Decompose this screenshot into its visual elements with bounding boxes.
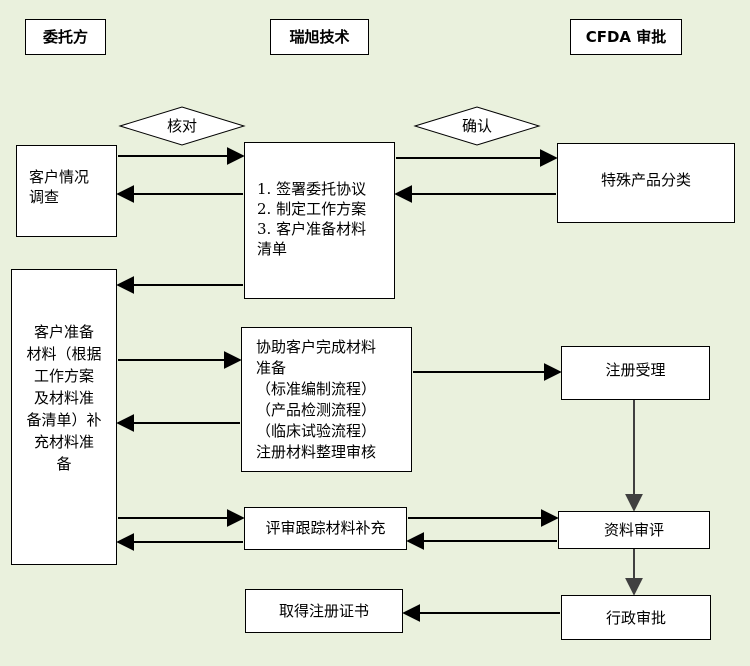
client-survey-line: 客户情况: [29, 168, 90, 186]
assist-line: （标准编制流程）: [256, 380, 377, 398]
lane-header-ruixu: 瑞旭技术: [270, 19, 369, 55]
client-prepare-line: 及材料准: [33, 389, 94, 407]
assist-line: 注册材料整理审核: [256, 443, 377, 461]
client-prepare-line: 充材料准: [33, 433, 94, 451]
special-classification-label: 特殊产品分类: [600, 171, 691, 189]
agreement-box: 1. 签署委托协议 2. 制定工作方案 3. 客户准备材料 清单: [244, 142, 395, 299]
confirm-decision-diamond: [413, 106, 541, 146]
agreement-line: 3. 客户准备材料: [257, 220, 367, 238]
assist-line: （产品检测流程）: [256, 401, 377, 419]
client-prepare-line: 工作方案: [33, 367, 94, 385]
registration-accept-label: 注册受理: [605, 361, 666, 379]
review-supplement-box: 评审跟踪材料补充: [244, 507, 407, 550]
client-prepare-line: 客户准备: [33, 323, 94, 341]
verify-decision-label: 核对: [166, 117, 197, 135]
document-review-label: 资料审评: [603, 521, 664, 539]
client-prepare-line: 备清单）补: [26, 411, 102, 429]
client-survey-line: 调查: [29, 188, 60, 206]
assist-line: 协助客户完成材料: [256, 338, 377, 356]
review-supplement-label: 评审跟踪材料补充: [265, 519, 386, 537]
client-prepare-line: 材料（根据: [26, 345, 102, 363]
assist-line: 准备: [256, 359, 287, 377]
special-classification-box: 特殊产品分类: [557, 143, 735, 223]
document-review-box: 资料审评: [558, 511, 710, 549]
admin-approval-label: 行政审批: [605, 609, 666, 627]
lane-header-client: 委托方: [25, 19, 106, 55]
obtain-certificate-box: 取得注册证书: [245, 589, 403, 633]
verify-decision-diamond: [118, 106, 246, 146]
client-survey-box: 客户情况 调查: [16, 145, 117, 237]
admin-approval-box: 行政审批: [561, 595, 711, 640]
agreement-line: 2. 制定工作方案: [257, 200, 367, 218]
client-prepare-line: 备: [56, 455, 72, 473]
client-prepare-box: 客户准备 材料（根据 工作方案 及材料准 备清单）补 充材料准 备: [11, 269, 117, 565]
lane-header-cfda: CFDA 审批: [570, 19, 682, 55]
agreement-line: 1. 签署委托协议: [257, 180, 367, 198]
assist-box: 协助客户完成材料 准备 （标准编制流程） （产品检测流程） （临床试验流程） 注…: [241, 327, 412, 472]
assist-line: （临床试验流程）: [256, 422, 377, 440]
registration-accept-box: 注册受理: [561, 346, 710, 400]
confirm-decision-label: 确认: [461, 117, 492, 135]
obtain-certificate-label: 取得注册证书: [278, 602, 369, 620]
agreement-line: 清单: [257, 240, 288, 258]
